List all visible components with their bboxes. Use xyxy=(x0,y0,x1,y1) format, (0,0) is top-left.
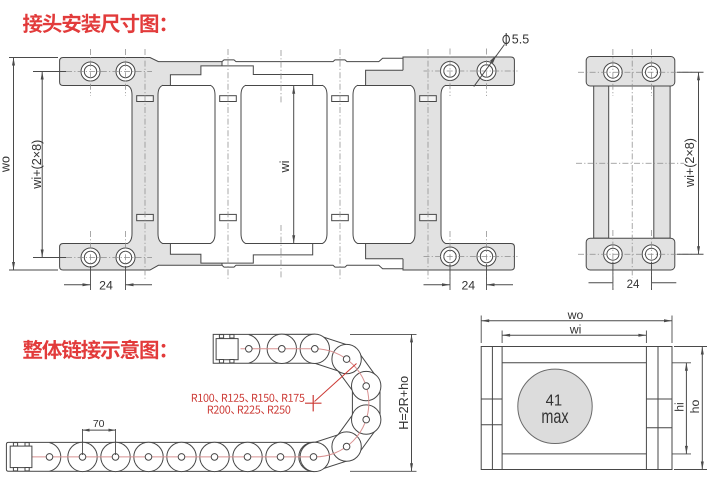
svg-text:wo: wo xyxy=(567,308,584,322)
svg-text:wi: wi xyxy=(278,161,292,174)
svg-text:41: 41 xyxy=(546,392,563,409)
svg-text:wo: wo xyxy=(0,156,13,173)
svg-text:wi+(2×8): wi+(2×8) xyxy=(683,138,697,188)
svg-text:70: 70 xyxy=(93,418,105,430)
svg-text:ho: ho xyxy=(688,400,702,414)
svg-text:24: 24 xyxy=(99,278,113,292)
svg-text:hi: hi xyxy=(673,402,687,412)
svg-text:wi: wi xyxy=(569,323,582,337)
svg-text:24: 24 xyxy=(627,279,640,291)
svg-text:5.5: 5.5 xyxy=(512,33,529,47)
svg-text:wi+(2×8): wi+(2×8) xyxy=(30,140,44,190)
svg-text:H=2R+ho: H=2R+ho xyxy=(397,376,411,430)
svg-text:max: max xyxy=(541,406,568,428)
svg-text:24: 24 xyxy=(461,278,475,292)
